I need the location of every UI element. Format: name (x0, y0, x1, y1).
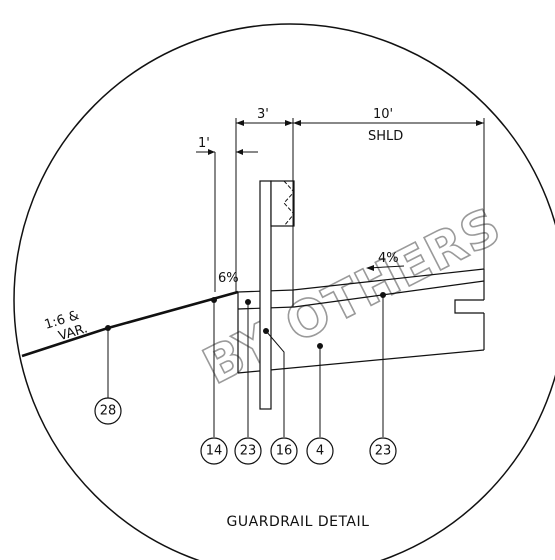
detail-title: GUARDRAIL DETAIL (227, 514, 370, 530)
callout-28-label: 28 (100, 404, 117, 419)
slope-4pct-label: 4% (378, 251, 399, 266)
callout-28: 28 (94, 397, 122, 425)
callout-leaders (107, 295, 384, 437)
detail-circle (13, 23, 555, 560)
callout-16: 16 (270, 437, 298, 465)
side-slope-label: 1:6 & VAR. (43, 308, 90, 344)
dim-10ft-label: 10' (373, 107, 393, 122)
guardrail-blockout (270, 180, 295, 227)
callout-16-circle (270, 437, 298, 465)
callout-16-label: 16 (276, 444, 293, 459)
dot-4 (317, 343, 323, 349)
slope-4pct-arrow-head (366, 265, 374, 271)
dim-3ft-label: 3' (257, 107, 269, 122)
dot-23b (380, 292, 386, 298)
callout-23b-label: 23 (375, 444, 392, 459)
callout-4: 4 (306, 437, 334, 465)
dim-10ft-arrow-right (476, 120, 484, 126)
base-layer-bottom (237, 349, 485, 374)
callout-4-circle (306, 437, 334, 465)
dim-1ft-arrow-left (208, 149, 215, 155)
dot-23a (245, 299, 251, 305)
dim-3ft-arrow-left (236, 120, 244, 126)
guardrail-post (259, 180, 272, 410)
dim-1ft-label: 1' (198, 136, 210, 151)
pavement-step (454, 299, 484, 314)
callout-14-label: 14 (206, 444, 223, 459)
dim-shld-label: SHLD (368, 129, 403, 144)
callout-23a-circle (234, 437, 262, 465)
leader-16 (265, 330, 285, 437)
dot-14 (211, 297, 217, 303)
w-beam-rail (283, 180, 295, 227)
callout-14-circle (200, 437, 228, 465)
callout-14: 14 (200, 437, 228, 465)
callout-23b: 23 (369, 437, 397, 465)
callout-23a-label: 23 (240, 444, 257, 459)
callout-23b-circle (369, 437, 397, 465)
callout-4-label: 4 (316, 444, 324, 459)
dim-3ft-arrow-right (285, 120, 293, 126)
slope-6pct-label: 6% (218, 271, 239, 286)
callout-23a: 23 (234, 437, 262, 465)
dot-16 (263, 328, 269, 334)
dim-1ft-arrow-right (236, 149, 243, 155)
callout-28-circle (94, 397, 122, 425)
dim-10ft-arrow-left (293, 120, 301, 126)
dot-28 (105, 325, 111, 331)
pavement-layer-bottom (237, 280, 485, 310)
by-others-watermark: BY OTHERS (194, 196, 510, 395)
leader-dots (105, 292, 386, 349)
